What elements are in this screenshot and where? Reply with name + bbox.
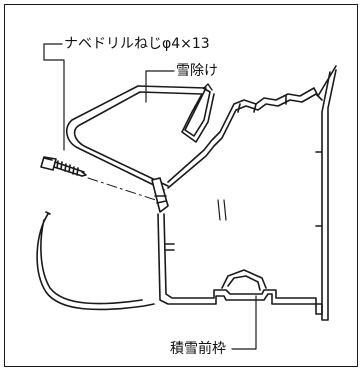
snow-frame-label: 積雪前枠 xyxy=(170,341,226,357)
snow-frame-leader-line xyxy=(231,295,257,350)
screw-icon xyxy=(40,156,87,177)
snow-frame-hook xyxy=(221,269,267,291)
upper-frame-profile xyxy=(167,65,337,183)
screw-axis-dashed xyxy=(87,177,169,205)
clip-bracket xyxy=(151,177,169,213)
snow-guard-profile xyxy=(65,85,215,191)
snow-guard-label: 雪除け xyxy=(176,63,218,79)
gutter-lip xyxy=(36,213,155,311)
main-frame-body xyxy=(157,69,337,321)
screw-label: ナベドリルねじφ4×13 xyxy=(64,36,210,52)
screw-leader-line xyxy=(43,43,65,151)
diagram-frame xyxy=(4,4,358,367)
